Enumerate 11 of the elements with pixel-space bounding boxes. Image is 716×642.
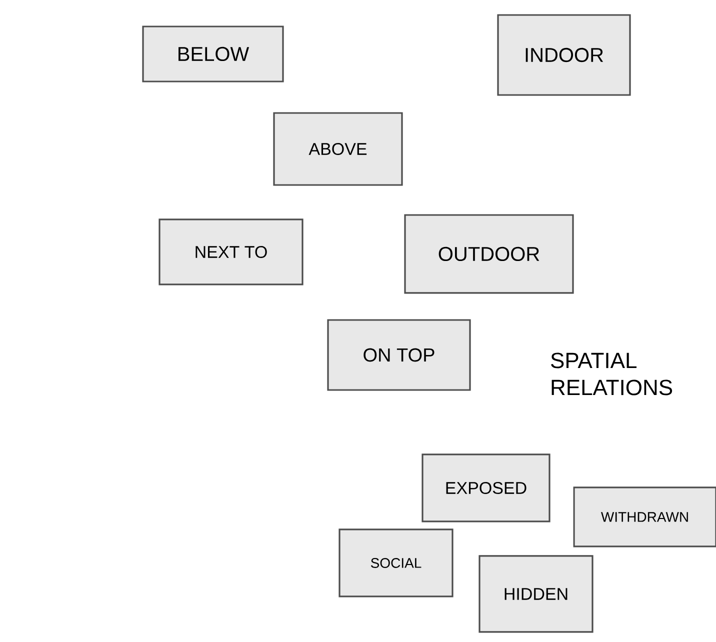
- label-box: NEXT TO: [158, 218, 304, 286]
- label-box: ON TOP: [327, 319, 471, 391]
- label-box: OUTDOOR: [404, 214, 574, 294]
- label-box: BELOW: [142, 26, 284, 82]
- label-box: WITHDRAWN: [573, 486, 716, 548]
- label-box: SOCIAL: [338, 528, 454, 598]
- title-note: SPATIAL RELATIONS: [551, 352, 672, 396]
- label-box: ABOVE: [273, 112, 403, 186]
- label-box: INDOOR: [497, 14, 631, 96]
- label-box: EXPOSED: [422, 454, 550, 522]
- label-box: HIDDEN: [478, 555, 594, 633]
